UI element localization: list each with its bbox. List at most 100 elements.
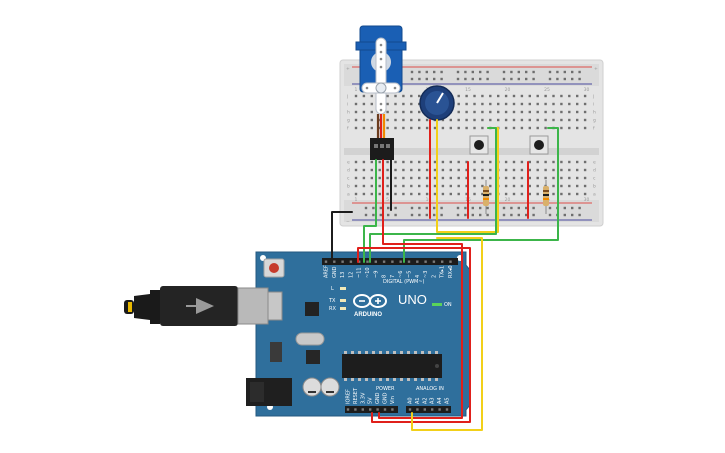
row-label: a — [347, 193, 350, 198]
wire-gnd-black — [331, 211, 353, 263]
usb-connector — [237, 287, 269, 325]
digital-pin-label: AREF — [324, 265, 330, 278]
power-header[interactable] — [345, 406, 398, 413]
small-chip — [306, 350, 320, 364]
atmega-chip — [342, 354, 442, 378]
digital-label: DIGITAL (PWM~) — [383, 279, 425, 285]
row-label: j — [346, 94, 348, 100]
capacitor — [302, 377, 322, 397]
column-label: 1 — [355, 87, 358, 93]
on-label: ON — [444, 302, 452, 308]
row-label: b — [593, 184, 596, 190]
crystal — [295, 332, 325, 346]
digital-header[interactable] — [322, 258, 458, 265]
usb-cable[interactable] — [124, 286, 283, 326]
rail-plus-label-right: + — [594, 66, 598, 72]
breadboard-holes — [354, 70, 587, 217]
top-power-rail — [344, 64, 599, 86]
row-label: h — [593, 110, 596, 116]
row-label: d — [347, 168, 350, 174]
analog-pin-label: A5 — [445, 397, 451, 404]
servo-horn[interactable] — [361, 37, 401, 115]
column-label: 20 — [505, 197, 511, 203]
digital-pin-label: 7 — [390, 275, 396, 278]
analog-pin-label: A3 — [430, 397, 436, 404]
power-pin-label: IOREF — [346, 389, 352, 404]
analog-label: ANALOG IN — [416, 386, 444, 392]
digital-pin-label: 12 — [348, 272, 354, 278]
column-label: 15 — [465, 87, 471, 93]
column-label: 20 — [505, 87, 511, 93]
wires[interactable] — [331, 119, 559, 431]
digital-pin-label: 4 — [415, 275, 421, 278]
row-label: d — [593, 168, 596, 174]
row-label: c — [347, 177, 350, 182]
digital-pin-label: GND — [332, 266, 338, 278]
status-leds: L TX RX — [328, 286, 346, 312]
analog-header[interactable] — [406, 406, 451, 413]
column-label: 25 — [544, 87, 550, 93]
row-label: i — [347, 102, 348, 108]
row-label: e — [593, 161, 596, 166]
push-button-1[interactable] — [469, 135, 489, 155]
digital-pin-label: ~10 — [365, 267, 371, 278]
wire-d9-green — [363, 217, 377, 263]
rail-plus-label: + — [346, 66, 350, 72]
digital-pin-label: 13 — [340, 272, 346, 278]
power-pin-label: GND — [383, 392, 389, 404]
row-label: e — [347, 161, 350, 166]
capacitor — [320, 377, 340, 397]
resistor-1 — [483, 180, 489, 214]
brand-text: ARDUINO — [354, 312, 382, 318]
digital-pin-label: ~3 — [423, 271, 429, 278]
column-label: 10 — [426, 197, 432, 203]
led-label-l: L — [331, 286, 334, 292]
row-label: b — [347, 184, 350, 190]
power-label: POWER — [376, 386, 395, 392]
rail-minus-label: − — [346, 220, 350, 225]
digital-pin-label: 2 — [431, 275, 437, 278]
digital-pin-label: ~11 — [357, 267, 363, 278]
power-pin-label: Vin — [390, 396, 396, 404]
led-label-tx: TX — [328, 298, 336, 304]
row-label: f — [347, 126, 349, 132]
power-pin-label: 5V — [368, 397, 374, 404]
model-text: UNO — [398, 292, 427, 307]
power-pin-label: 3.3V — [360, 392, 366, 404]
push-button-2[interactable] — [529, 135, 549, 155]
wire-5v-red — [357, 247, 471, 423]
usb-chip — [305, 302, 319, 316]
arduino-logo — [353, 294, 387, 308]
row-label: a — [593, 193, 596, 198]
column-label: 30 — [584, 197, 590, 203]
reset-button-cap[interactable] — [269, 263, 279, 273]
row-label: g — [347, 119, 350, 124]
column-label: 1 — [355, 197, 358, 203]
digital-pin-label: ~5 — [407, 271, 413, 278]
wire-button1-green — [487, 127, 497, 225]
potentiometer[interactable] — [419, 85, 455, 121]
digital-pin-label: ~6 — [398, 271, 404, 278]
digital-pin-label: ~9 — [373, 271, 379, 278]
row-label: f — [593, 126, 595, 132]
led-label-rx: RX — [329, 306, 336, 312]
digital-pin-label: RX◂0 — [448, 265, 454, 278]
digital-pin-label: 8 — [382, 275, 388, 278]
servo-motor[interactable] — [355, 25, 407, 160]
resistor-2 — [543, 180, 549, 214]
wire-a0-yellow — [411, 237, 483, 431]
digital-pin-label: TX▸1 — [440, 266, 446, 279]
row-label: g — [593, 119, 596, 124]
column-label: 5 — [386, 197, 389, 203]
on-led — [432, 303, 442, 306]
analog-pin-label: A2 — [422, 397, 428, 404]
analog-pin-label: A4 — [437, 397, 443, 404]
analog-pin-label: A0 — [408, 397, 414, 404]
analog-pin-label: A1 — [415, 397, 421, 404]
bottom-power-rail — [344, 200, 599, 222]
